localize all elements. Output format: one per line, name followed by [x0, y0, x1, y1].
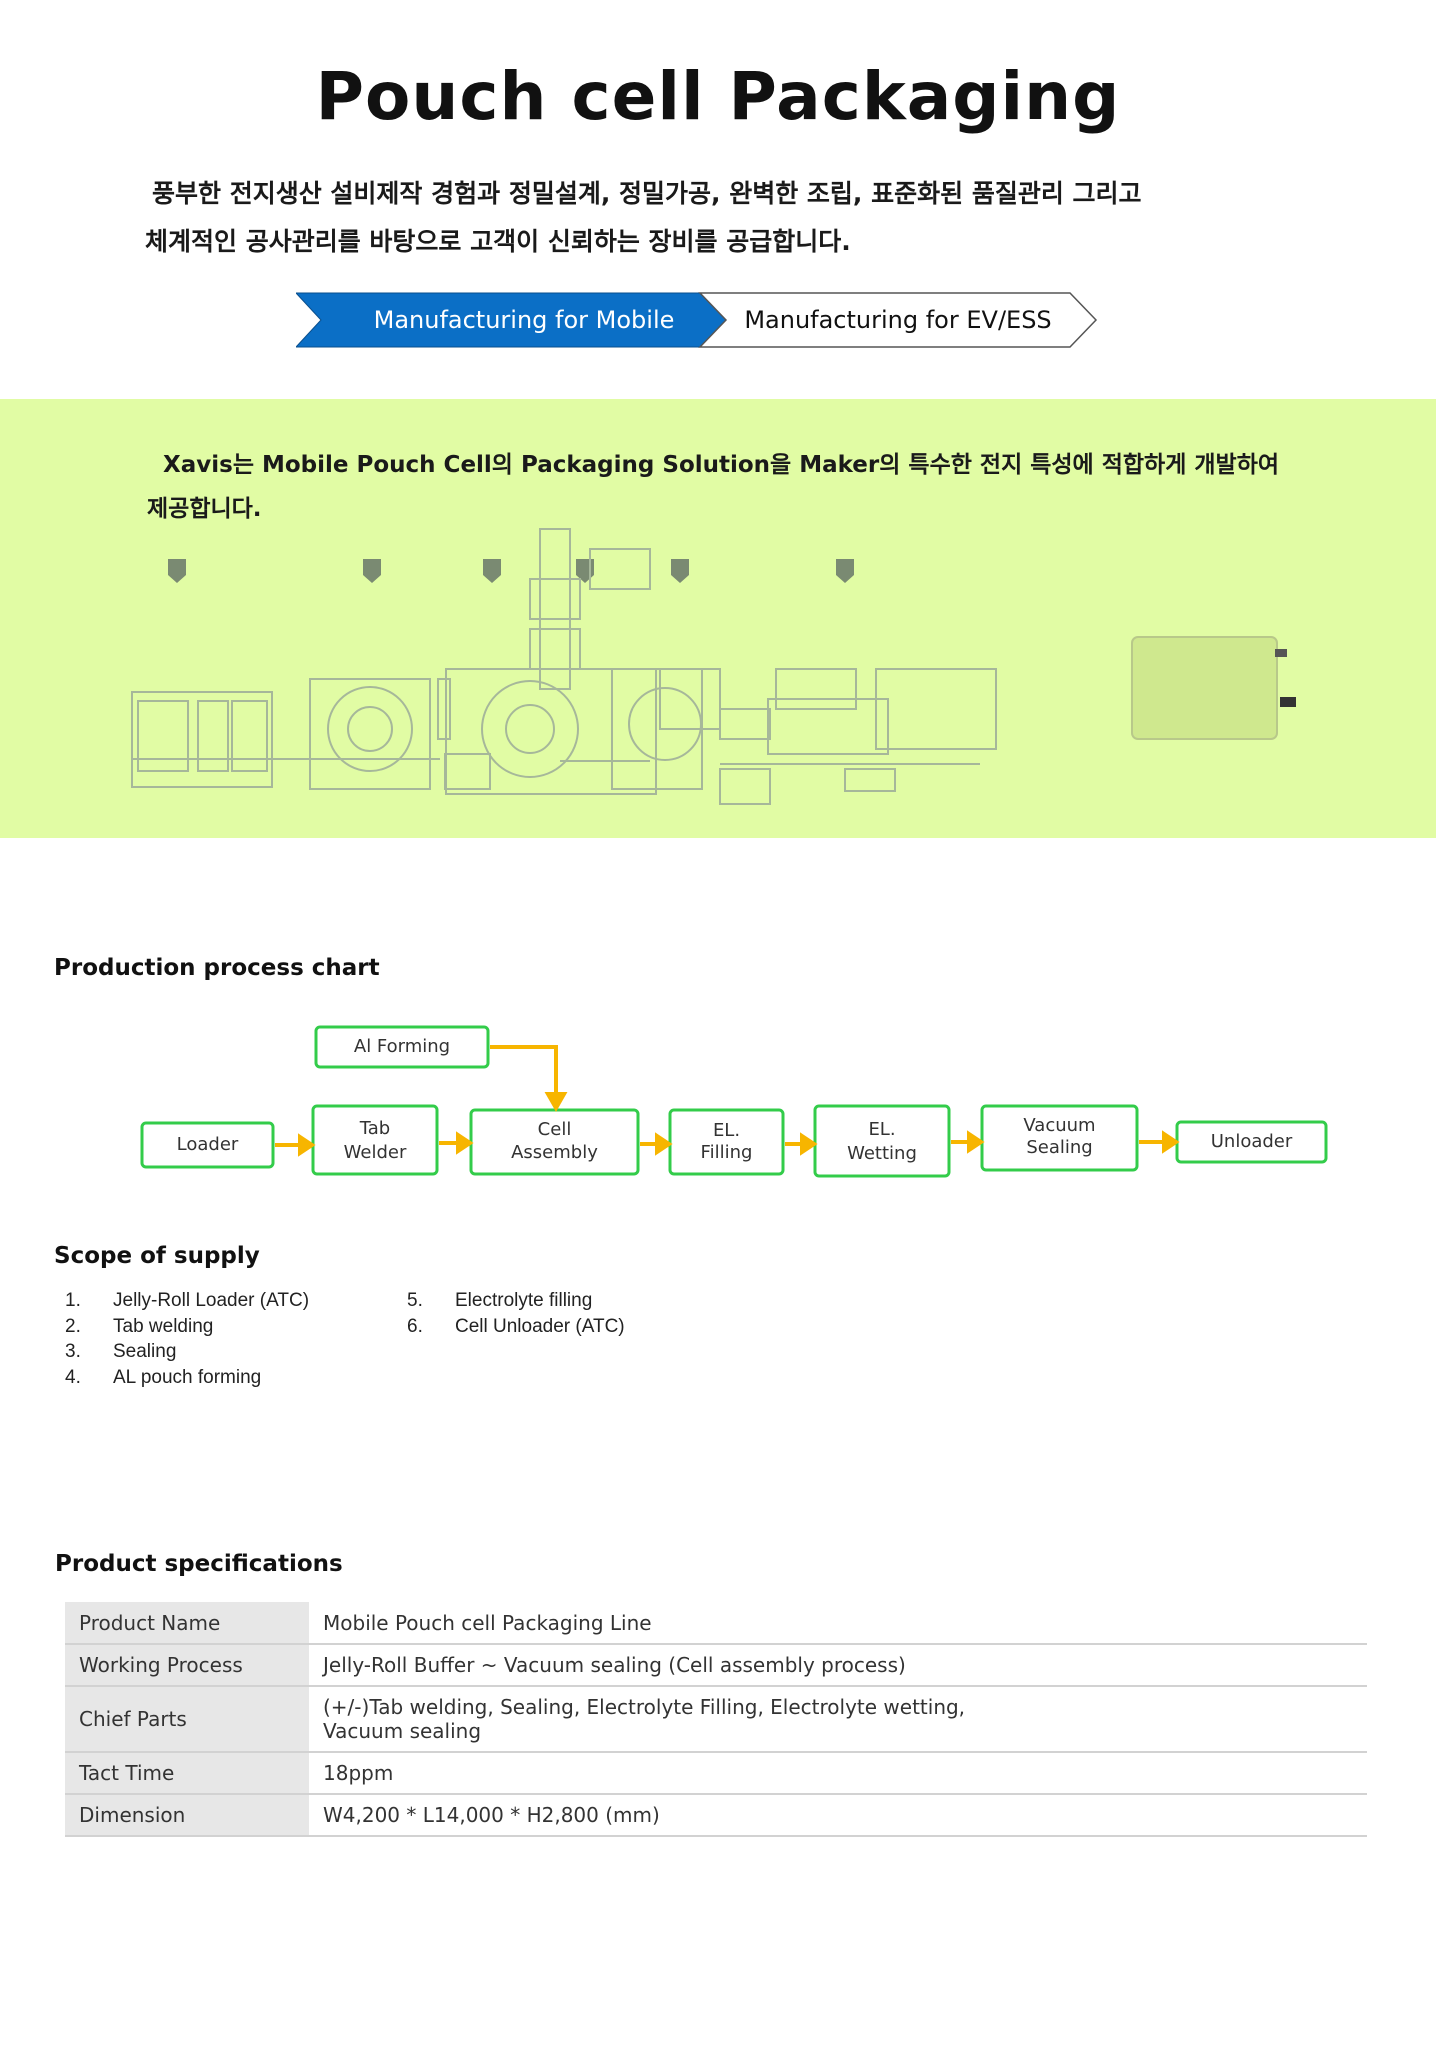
table-row: Working Process Jelly-Roll Buffer ~ Vacu… [65, 1644, 1367, 1687]
step-cell-assembly-line2: Assembly [511, 1142, 598, 1163]
list-item: 1. Jelly-Roll Loader (ATC) [65, 1290, 309, 1312]
step-el-filling: EL. Filling [670, 1120, 783, 1164]
step-vacuum-sealing: Vacuum Sealing [982, 1115, 1137, 1159]
scope-text: Electrolyte filling [455, 1290, 593, 1311]
machine-line-illustration [131, 528, 1296, 805]
step-al-forming: Al Forming [353, 1036, 451, 1057]
process-flow-chart: Al Forming Loader Tab Welder Cell Assemb… [130, 1014, 1340, 1194]
step-tab-welder-line2: Welder [343, 1142, 407, 1163]
step-el-wetting: EL. Wetting [815, 1118, 949, 1166]
scope-num: 6. [407, 1316, 423, 1337]
spec-value: Jelly-Roll Buffer ~ Vacuum sealing (Cell… [309, 1644, 1367, 1687]
spec-value: Mobile Pouch cell Packaging Line [309, 1602, 1367, 1645]
step-el-filling-line1: EL. [712, 1120, 741, 1141]
table-row: Chief Parts (+/-)Tab welding, Sealing, E… [65, 1686, 1367, 1753]
spec-value-multiline: (+/-)Tab welding, Sealing, Electrolyte F… [309, 1686, 1367, 1753]
list-item: 6. Cell Unloader (ATC) [407, 1316, 625, 1338]
scope-text: Cell Unloader (ATC) [455, 1316, 625, 1337]
page-title: Pouch cell Packaging [315, 58, 1121, 135]
spec-key: Working Process [65, 1644, 309, 1687]
step-unloader: Unloader [1210, 1131, 1293, 1152]
intro-banner: Xavis는 Mobile Pouch Cell의 Packaging Solu… [0, 399, 1436, 838]
specs-title: Product specifications [55, 1551, 343, 1577]
process-chart-title: Production process chart [54, 955, 380, 981]
scope-text: AL pouch forming [113, 1367, 262, 1388]
step-tab-welder: Tab Welder [313, 1117, 437, 1165]
spec-value: 18ppm [309, 1752, 1367, 1795]
scope-num: 1. [65, 1290, 81, 1311]
tab-ev-ess-shape[interactable] [698, 292, 1098, 348]
loader-box [140, 1121, 275, 1169]
step-cell-assembly-line1: Cell [537, 1119, 572, 1140]
process-flow-graphics [140, 1025, 1328, 1178]
station-marker-6-icon [836, 559, 854, 583]
spec-value-line2: Vacuum sealing [323, 1719, 482, 1743]
tab-ev-ess[interactable]: Manufacturing for EV/ESS [744, 306, 1052, 334]
step-loader: Loader [176, 1134, 239, 1155]
tab-welder-box [311, 1104, 439, 1176]
step-tab-welder-line1: Tab [359, 1118, 391, 1139]
intro-line-1: 풍부한 전지생산 설비제작 경험과 정밀설계, 정밀가공, 완벽한 조립, 표준… [152, 179, 1142, 208]
scope-list: 1.Jelly-Roll Loader (ATC) 2.Tab welding … [65, 1290, 765, 1400]
spec-key: Product Name [65, 1602, 309, 1645]
pouch-cell-icon [1131, 636, 1296, 740]
station-marker-5-icon [671, 559, 689, 583]
tab-bar: Manufacturing for Mobile Manufacturing f… [296, 292, 1102, 348]
station-marker-2-icon [363, 559, 381, 583]
step-el-wetting-line1: EL. [868, 1119, 896, 1140]
scope-title: Scope of supply [54, 1243, 260, 1269]
scope-num: 4. [65, 1367, 81, 1388]
list-item: 4. AL pouch forming [65, 1367, 261, 1389]
scope-num: 5. [407, 1290, 423, 1311]
scope-num: 3. [65, 1341, 81, 1362]
list-item: 3. Sealing [65, 1341, 176, 1363]
el-wetting-box [813, 1104, 951, 1178]
tab-arrows [296, 292, 1098, 348]
step-el-filling-line2: Filling [700, 1142, 753, 1163]
al-forming-box [314, 1025, 490, 1069]
spec-key: Tact Time [65, 1752, 309, 1795]
step-cell-assembly: Cell Assembly [471, 1118, 638, 1164]
spec-value-line1: (+/-)Tab welding, Sealing, Electrolyte F… [323, 1695, 966, 1719]
station-marker-1-icon [168, 559, 186, 583]
scope-text: Jelly-Roll Loader (ATC) [113, 1290, 310, 1311]
list-item: 5. Electrolyte filling [407, 1290, 592, 1312]
list-item: 2. Tab welding [65, 1316, 213, 1338]
table-row: Dimension W4,200 * L14,000 * H2,800 (mm) [65, 1794, 1367, 1837]
scope-num: 2. [65, 1316, 81, 1337]
spec-value: W4,200 * L14,000 * H2,800 (mm) [309, 1794, 1367, 1837]
step-vacuum-sealing-line1: Vacuum [1023, 1115, 1096, 1136]
scope-text: Tab welding [113, 1316, 214, 1337]
intro-line-2: 체계적인 공사관리를 바탕으로 고객이 신뢰하는 장비를 공급합니다. [145, 227, 851, 256]
step-el-wetting-line2: Wetting [847, 1143, 917, 1164]
banner-line-1: Xavis는 Mobile Pouch Cell의 Packaging Solu… [163, 452, 1280, 478]
tab-mobile[interactable]: Manufacturing for Mobile [373, 306, 675, 334]
step-vacuum-sealing-line2: Sealing [1026, 1137, 1093, 1158]
spec-key: Dimension [65, 1794, 309, 1837]
vacuum-sealing-box [980, 1104, 1139, 1172]
machine-outline-icon [131, 528, 997, 805]
banner-line-2: 제공합니다. [147, 496, 262, 522]
station-marker-3-icon [483, 559, 501, 583]
el-filling-box [668, 1108, 785, 1176]
scope-text: Sealing [113, 1341, 177, 1362]
table-row: Product Name Mobile Pouch cell Packaging… [65, 1602, 1367, 1645]
table-row: Tact Time 18ppm [65, 1752, 1367, 1795]
specs-table: Product Name Mobile Pouch cell Packaging… [65, 1602, 1367, 1837]
spec-key: Chief Parts [65, 1686, 309, 1753]
